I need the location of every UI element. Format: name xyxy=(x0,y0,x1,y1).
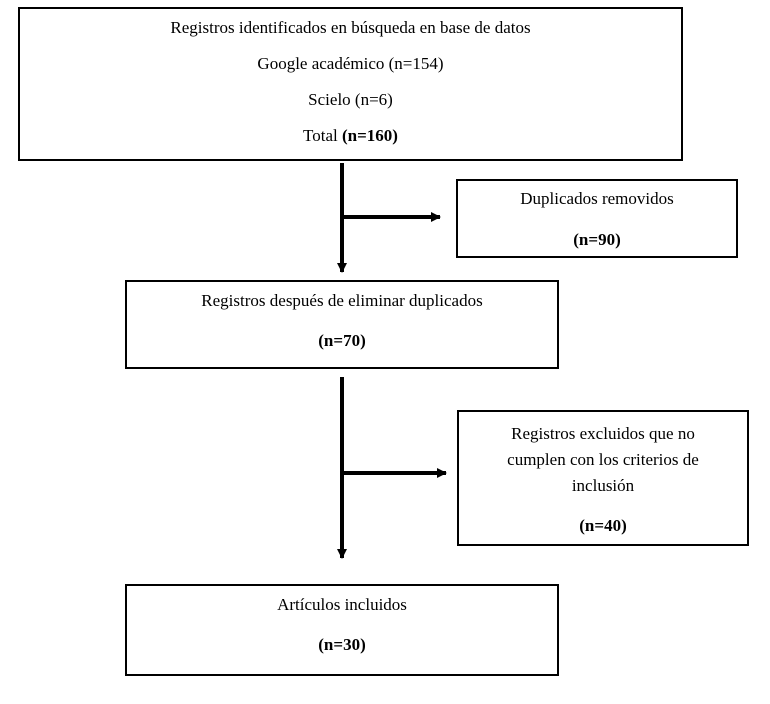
total-label: Total xyxy=(303,126,342,145)
included-label: Artículos incluidos xyxy=(277,595,407,614)
excluded-label-line3: inclusión xyxy=(571,476,635,495)
excluded-box: Registros excluidos que no cumplen con l… xyxy=(457,410,749,546)
included-count: (n=30) xyxy=(318,635,366,654)
excluded-label-line2: cumplen con los criterios de xyxy=(507,450,699,469)
identification-box: Registros identificados en búsqueda en b… xyxy=(18,7,683,161)
excluded-count: (n=40) xyxy=(579,516,627,535)
total-count: (n=160) xyxy=(341,126,398,145)
total-line: Total (n=160) xyxy=(20,126,681,146)
after-duplicates-count: (n=70) xyxy=(318,331,366,350)
google-scholar-count: Google académico (n=154) xyxy=(257,54,444,73)
after-duplicates-box: Registros después de eliminar duplicados… xyxy=(125,280,559,369)
duplicates-removed-count: (n=90) xyxy=(573,230,621,249)
after-duplicates-label: Registros después de eliminar duplicados xyxy=(201,291,483,310)
included-box: Artículos incluidos (n=30) xyxy=(125,584,559,676)
identification-title: Registros identificados en búsqueda en b… xyxy=(170,18,531,37)
duplicates-removed-label: Duplicados removidos xyxy=(520,189,674,208)
duplicates-removed-box: Duplicados removidos (n=90) xyxy=(456,179,738,258)
excluded-label-line1: Registros excluidos que no xyxy=(511,424,695,443)
scielo-count: Scielo (n=6) xyxy=(308,90,393,109)
